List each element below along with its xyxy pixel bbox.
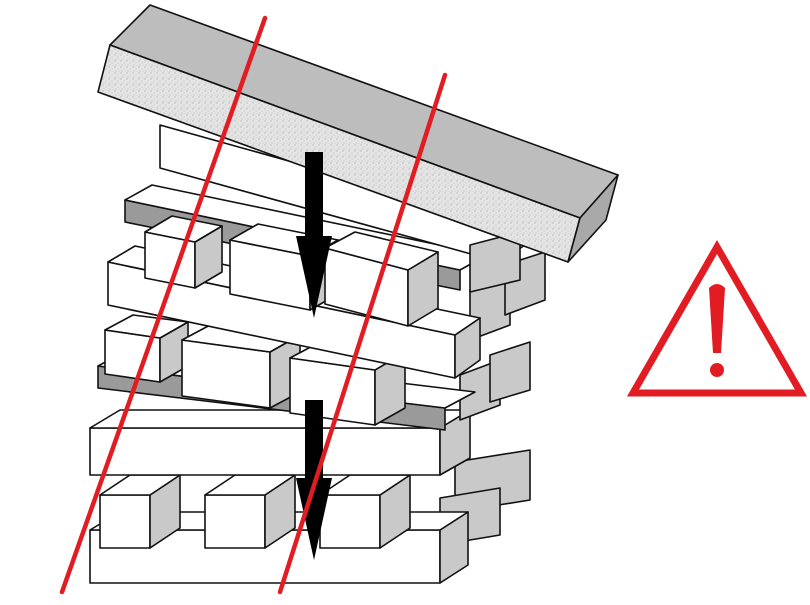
lean-line-left: [59, 15, 268, 595]
lean-line-right: [277, 72, 448, 595]
pallet-second: [97, 314, 531, 431]
lean-guide-lines: [59, 15, 448, 595]
force-arrow-upper: [296, 152, 332, 318]
force-arrow-lower: [296, 400, 332, 560]
pallet-bottom: [89, 409, 531, 584]
load-slab: [97, 4, 619, 263]
exclamation-triangle-icon: [626, 239, 808, 397]
